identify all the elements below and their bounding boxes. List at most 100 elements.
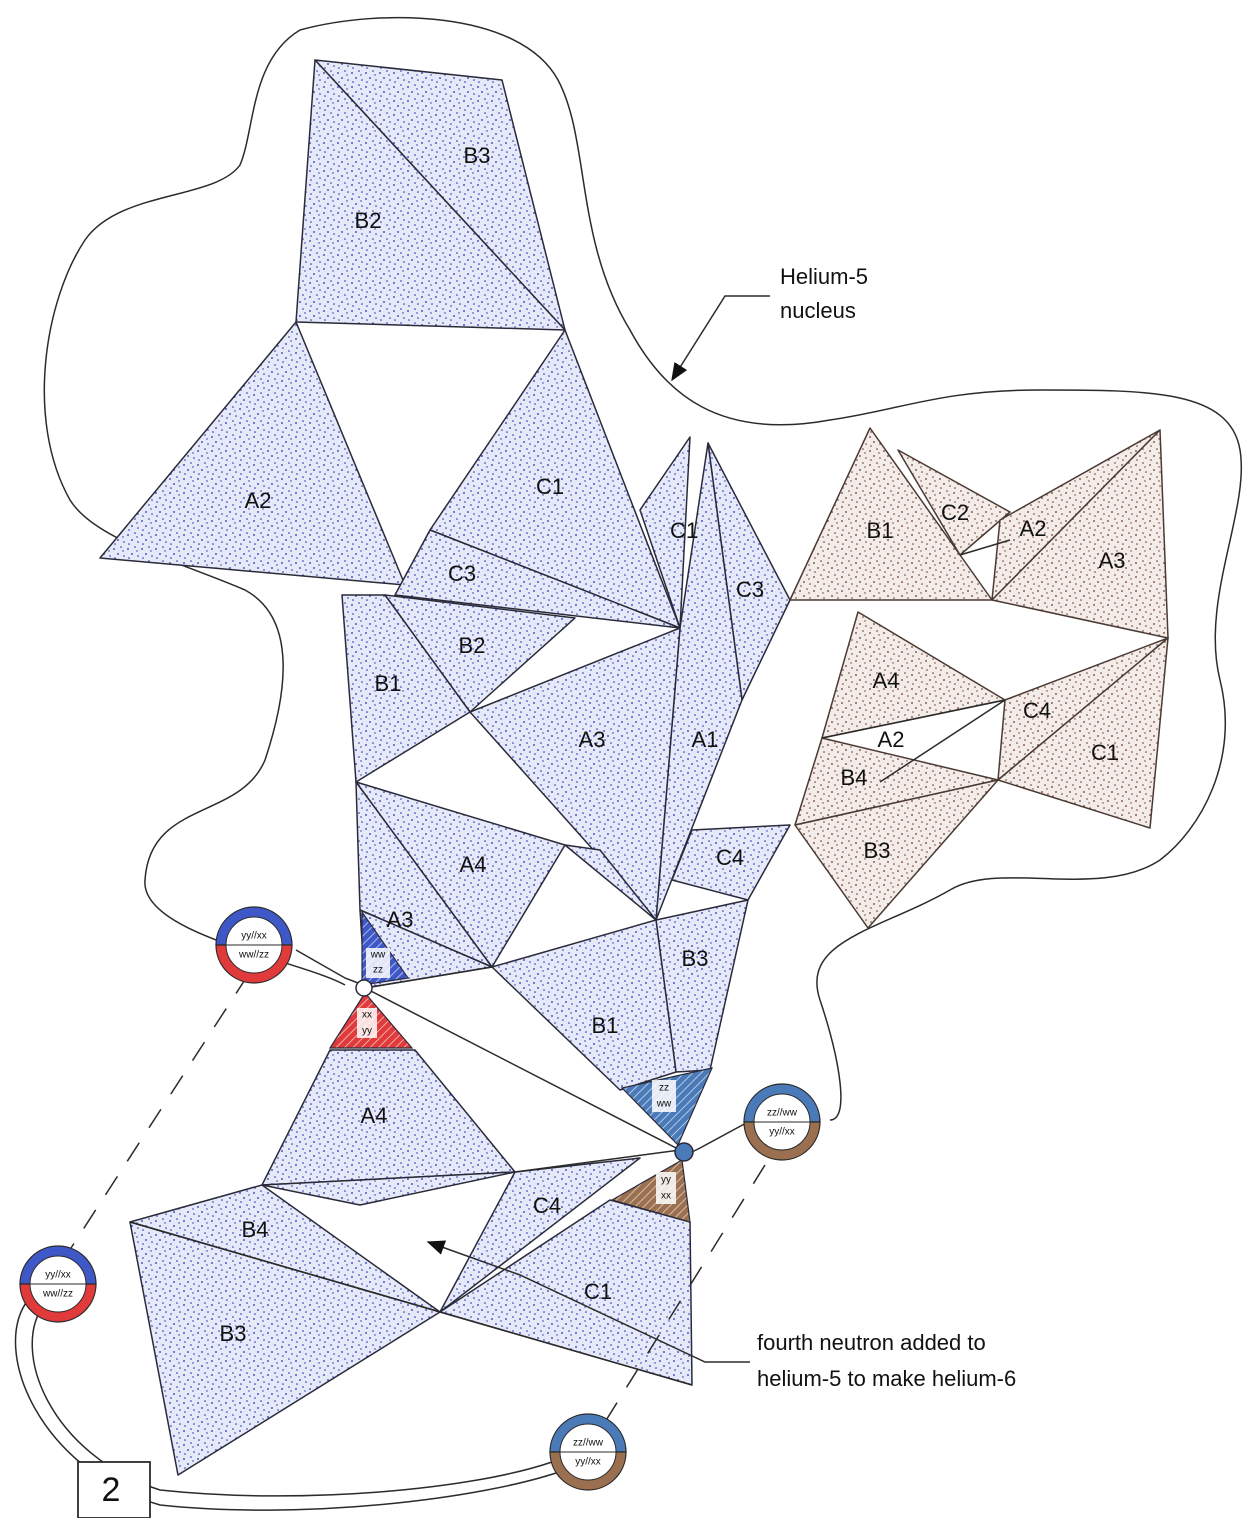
label-a3: A3	[387, 907, 414, 932]
badge-top-text: zz//ww	[767, 1108, 798, 1119]
quark-tag: yy	[362, 1026, 372, 1037]
bond-edge	[129, 1221, 693, 1386]
page-number-box: 2	[77, 1461, 151, 1518]
label-b2: B2	[355, 208, 382, 233]
bond-edge	[514, 1149, 681, 1173]
label-a2: A2	[245, 488, 272, 513]
upper-blue-cluster	[99, 59, 791, 1091]
label-c4: C4	[716, 845, 744, 870]
quark-badges: yy//xx ww//zz zz//ww yy//xx yy//xx ww//zz zz//…	[19, 906, 821, 1491]
badge-leaders	[14, 949, 766, 1511]
label-c2: C2	[941, 500, 969, 525]
badge-leader	[295, 949, 359, 984]
label-a1: A1	[692, 727, 719, 752]
brown-edge	[959, 539, 1011, 556]
label-b3: B3	[682, 946, 709, 971]
brown-triangle-a3	[991, 429, 1169, 639]
label-a3: A3	[1099, 548, 1126, 573]
badge-top-text: zz//ww	[573, 1438, 604, 1449]
triangle-small-mid	[564, 844, 657, 921]
quark-tag: xx	[661, 1191, 671, 1202]
quark-badge: zz//ww yy//xx	[549, 1413, 627, 1491]
triangle-c1-lower	[439, 1199, 693, 1386]
return-path-inner	[31, 1304, 553, 1497]
fourth-neutron-arrow	[426, 1240, 750, 1363]
helium5-arrow	[671, 295, 770, 382]
fourth-neutron-line2: helium-5 to make helium-6	[757, 1366, 1016, 1391]
label-b3: B3	[220, 1321, 247, 1346]
triangle-c1-right	[639, 436, 691, 629]
label-c3: C3	[448, 561, 476, 586]
lower-blue-cluster	[129, 1049, 693, 1476]
bond-edge	[364, 987, 681, 1151]
label-b1: B1	[592, 1013, 619, 1038]
annotation-fourth-neutron: fourth neutron added to helium-5 to make…	[426, 1240, 1016, 1391]
label-a4: A4	[361, 1103, 388, 1128]
bond-edges	[129, 966, 693, 1386]
triangle-c4-lower	[439, 1157, 641, 1313]
quark-tag: ww	[656, 1099, 672, 1110]
badge-bottom-text: yy//xx	[769, 1127, 795, 1138]
label-c4: C4	[1023, 698, 1051, 723]
label-a2: A2	[1020, 516, 1047, 541]
annotation-helium5: Helium-5 nucleus	[671, 264, 868, 382]
quark-tag: xx	[362, 1010, 372, 1021]
label-b3: B3	[864, 838, 891, 863]
label-c1: C1	[536, 474, 564, 499]
triangle-a2-left	[99, 321, 406, 586]
brown-triangle-c2	[897, 449, 1011, 556]
label-a3: A3	[579, 727, 606, 752]
label-a4: A4	[873, 668, 900, 693]
return-path-outer	[14, 1299, 566, 1511]
quark-tag: zz	[659, 1083, 669, 1094]
badge-top-text: yy//xx	[45, 1270, 71, 1281]
brown-cluster	[789, 427, 1169, 929]
brown-triangle-c1	[997, 637, 1169, 829]
quark-badge: zz//ww yy//xx	[743, 1083, 821, 1161]
label-c1: C1	[1091, 740, 1119, 765]
quark-badge: yy//xx ww//zz	[19, 1245, 97, 1323]
brown-edge	[879, 699, 1006, 783]
brown-triangle-b3	[794, 779, 999, 929]
label-c3: C3	[736, 577, 764, 602]
triangle-c3-left	[394, 529, 681, 629]
quark-tag: ww	[370, 950, 386, 961]
label-b1: B1	[375, 671, 402, 696]
label-b3: B3	[464, 143, 491, 168]
badge-bottom-text: ww//zz	[42, 1289, 73, 1300]
helium5-nucleus-outline	[299, 16, 1242, 1121]
label-b2: B2	[459, 633, 486, 658]
badge-bottom-text: yy//xx	[575, 1457, 601, 1468]
helium5-label-line1: Helium-5	[780, 264, 868, 289]
triangle-a4-lower	[261, 1049, 516, 1186]
label-b1: B1	[867, 518, 894, 543]
triangle-b2-top	[295, 59, 566, 331]
label-c4: C4	[533, 1193, 561, 1218]
label-a4: A4	[460, 852, 487, 877]
page-number: 2	[102, 1471, 121, 1509]
badge-leader	[691, 1121, 749, 1153]
label-a2: A2	[878, 727, 905, 752]
bond-node-right	[674, 1142, 694, 1162]
triangle-b1-lower	[491, 919, 677, 1091]
triangle-a3-center	[469, 627, 681, 921]
label-b4: B4	[841, 765, 868, 790]
badge-bottom-text: ww//zz	[238, 950, 269, 961]
helium5-label-line2: nucleus	[780, 298, 856, 323]
quark-tag: zz	[373, 965, 383, 976]
label-c1: C1	[670, 518, 698, 543]
brown-edge	[821, 699, 1006, 739]
triangle-thin-lower	[261, 1171, 516, 1206]
label-b4: B4	[242, 1217, 269, 1242]
badge-top-text: yy//xx	[241, 931, 267, 942]
quark-badge: yy//xx ww//zz	[215, 906, 293, 984]
quark-tag: yy	[661, 1175, 671, 1186]
label-c1: C1	[584, 1279, 612, 1304]
brown-triangle-b1	[789, 427, 993, 601]
quark-corners: ww zz xx yy zz ww yy xx	[328, 910, 714, 1223]
bond-node-left	[355, 979, 373, 997]
dashed-link	[59, 974, 249, 1266]
triangle-labels: B3 B2 A2 C1 C3 B2 B1 C1 C3 A1 A3 A4 A3 C…	[220, 143, 1126, 1346]
bond-edge	[364, 966, 493, 989]
